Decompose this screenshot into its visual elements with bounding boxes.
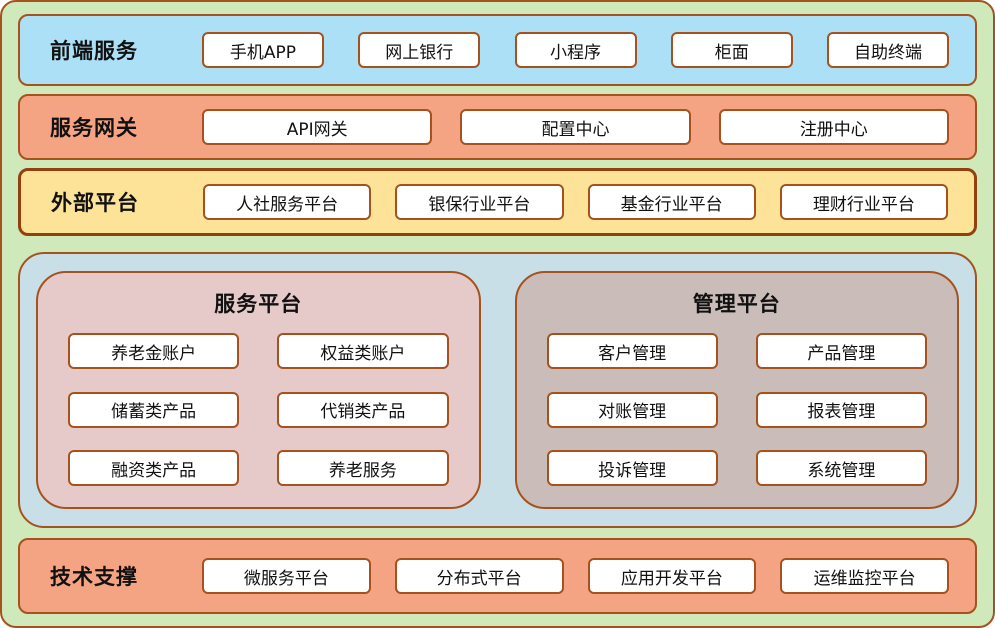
node-mobile-app: 手机APP	[202, 32, 324, 68]
service-gateway-label: 服务网关	[50, 116, 138, 140]
frontend-services-label: 前端服务	[50, 39, 138, 63]
node-reconciliation-management: 对账管理	[546, 391, 718, 428]
node-microservice-platform: 微服务平台	[202, 558, 371, 594]
node-distributed-platform: 分布式平台	[394, 558, 564, 594]
management-platform-panel: 管理平台 客户管理 产品管理 对账管理 报表管理 投诉管理 系统管理	[514, 271, 959, 509]
node-counter: 柜面	[670, 32, 793, 68]
node-app-dev-platform: 应用开发平台	[587, 558, 757, 594]
platforms-container: 服务平台 养老金账户 权益类账户 储蓄类产品 代销类产品 融资类产品 养老服务 …	[18, 252, 977, 528]
node-registry-center: 注册中心	[718, 109, 949, 145]
node-online-banking: 网上银行	[358, 32, 481, 68]
external-platforms-items: 人社服务平台 银保行业平台 基金行业平台 理财行业平台	[203, 184, 948, 220]
service-gateway-items: API网关 配置中心 注册中心	[202, 109, 949, 145]
node-ops-monitoring-platform: 运维监控平台	[780, 558, 949, 594]
node-pension-services: 养老服务	[277, 450, 449, 487]
node-api-gateway: API网关	[202, 109, 433, 145]
node-financing-products: 融资类产品	[68, 450, 240, 487]
external-platforms-label: 外部平台	[51, 191, 139, 215]
node-config-center: 配置中心	[460, 109, 691, 145]
service-platform-grid: 养老金账户 权益类账户 储蓄类产品 代销类产品 融资类产品 养老服务	[68, 333, 449, 489]
technical-support-label: 技术支撑	[50, 565, 138, 589]
node-equity-account: 权益类账户	[277, 333, 449, 369]
node-pension-account: 养老金账户	[68, 333, 240, 369]
frontend-services-row: 前端服务 手机APP 网上银行 小程序 柜面 自助终端	[18, 14, 977, 86]
service-platform-title: 服务平台	[214, 292, 303, 316]
node-bancassurance-platform: 银保行业平台	[395, 184, 564, 220]
node-system-management: 系统管理	[755, 450, 927, 487]
management-platform-grid: 客户管理 产品管理 对账管理 报表管理 投诉管理 系统管理	[546, 333, 927, 489]
node-report-management: 报表管理	[755, 391, 927, 428]
node-wealth-industry-platform: 理财行业平台	[779, 184, 948, 220]
node-consignment-products: 代销类产品	[277, 391, 449, 428]
external-platforms-row: 外部平台 人社服务平台 银保行业平台 基金行业平台 理财行业平台	[18, 168, 977, 236]
node-savings-products: 储蓄类产品	[68, 391, 240, 428]
node-customer-management: 客户管理	[546, 333, 718, 369]
node-complaint-management: 投诉管理	[546, 450, 718, 487]
node-fund-industry-platform: 基金行业平台	[587, 184, 756, 220]
technical-support-items: 微服务平台 分布式平台 应用开发平台 运维监控平台	[202, 558, 949, 594]
node-social-security-platform: 人社服务平台	[203, 184, 372, 220]
frontend-services-items: 手机APP 网上银行 小程序 柜面 自助终端	[202, 32, 949, 68]
node-mini-program: 小程序	[514, 32, 637, 68]
service-gateway-row: 服务网关 API网关 配置中心 注册中心	[18, 94, 977, 160]
node-product-management: 产品管理	[755, 333, 927, 369]
service-platform-panel: 服务平台 养老金账户 权益类账户 储蓄类产品 代销类产品 融资类产品 养老服务	[36, 271, 481, 509]
node-self-service-terminal: 自助终端	[827, 32, 949, 68]
management-platform-title: 管理平台	[692, 292, 781, 316]
technical-support-row: 技术支撑 微服务平台 分布式平台 应用开发平台 运维监控平台	[18, 538, 977, 614]
